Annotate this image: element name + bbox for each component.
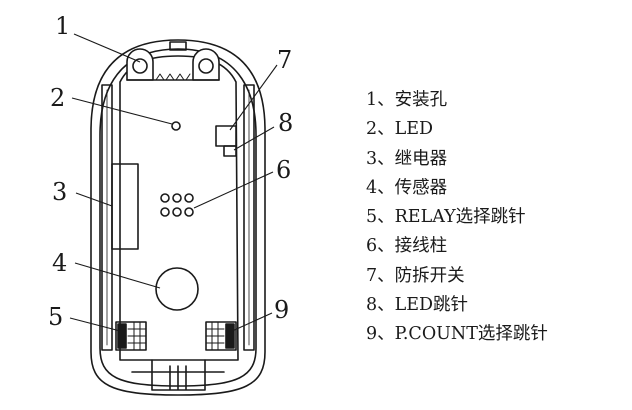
right-side-rail (243, 84, 255, 351)
legend-item-led: 2、LED (366, 119, 434, 140)
relay-select-jumper (115, 321, 147, 351)
callout-9: 9 (274, 296, 289, 324)
legend-item-terminal: 6、接线柱 (366, 236, 448, 257)
led-jumper (223, 145, 237, 157)
sensor (155, 267, 199, 311)
callout-2: 2 (50, 84, 65, 112)
legend-item-mounting-hole: 1、安装孔 (366, 90, 448, 110)
leader-8 (233, 126, 275, 151)
leader-5 (69, 317, 125, 333)
legend-item-relay: 3、继电器 (366, 148, 448, 169)
legend-item-pcount-jumper: 9、P.COUNT选择跳针 (366, 324, 548, 345)
bottom-clip (151, 359, 206, 391)
callout-7: 7 (277, 46, 292, 74)
tamper-switch (215, 125, 237, 147)
leader-7 (229, 64, 278, 131)
leader-1 (73, 33, 141, 63)
relay (111, 163, 139, 250)
legend-item-led-jumper: 8、LED跳针 (366, 295, 469, 316)
legend-item-sensor: 4、传感器 (366, 177, 448, 198)
callout-5: 5 (48, 303, 63, 331)
callout-8: 8 (278, 109, 293, 137)
callout-3: 3 (52, 178, 67, 206)
parts-legend: 1、安装孔 2、LED 3、继电器 4、传感器 5、RELAY选择跳针 6、接线… (366, 86, 628, 350)
mounting-holes (126, 48, 220, 81)
leader-3 (75, 192, 113, 207)
callout-6: 6 (276, 156, 291, 184)
outer-housing (90, 39, 266, 396)
leader-4 (74, 262, 161, 289)
terminal-block (160, 193, 194, 217)
callout-4: 4 (52, 249, 67, 277)
leader-2 (71, 97, 173, 125)
leader-6 (193, 171, 274, 209)
led (171, 121, 181, 131)
top-notch (169, 41, 187, 51)
legend-item-tamper-switch: 7、防拆开关 (366, 265, 465, 286)
legend-item-relay-jumper: 5、RELAY选择跳针 (366, 207, 526, 228)
callout-1: 1 (55, 12, 70, 40)
leader-9 (229, 312, 273, 333)
pcount-select-jumper (205, 321, 237, 351)
